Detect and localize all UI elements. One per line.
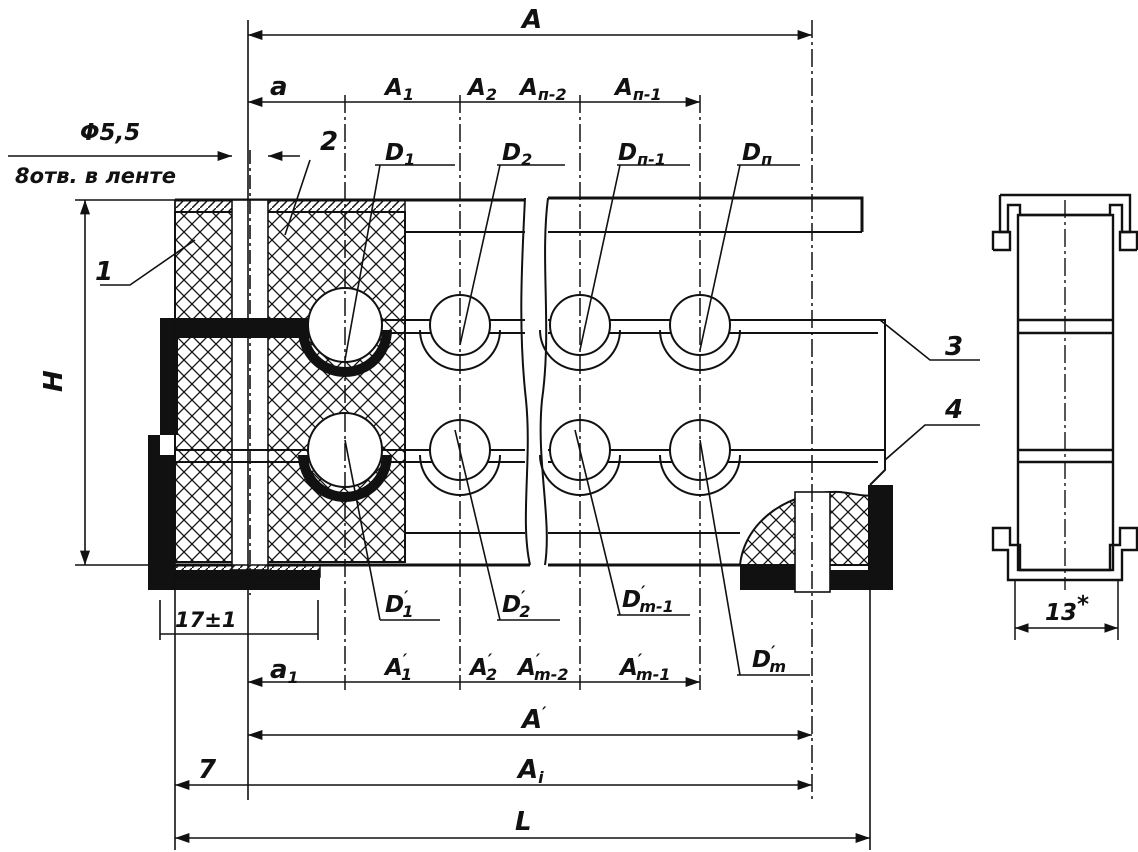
- dim-L: L: [515, 807, 532, 837]
- hole-label-Dn: Dп: [742, 140, 772, 169]
- hole-label-Dn-1: Dп-1: [618, 140, 666, 169]
- dim-Am-1-prime: A′m-1: [618, 650, 670, 684]
- holes-row-bottom: [298, 412, 741, 502]
- callout-1: 1: [95, 257, 113, 287]
- dim-A1: A1: [383, 75, 414, 104]
- black-frame-left: [148, 318, 360, 590]
- dim-An-2: Aп-2: [518, 75, 567, 104]
- hole-diameter-label: Φ5,5: [80, 120, 140, 146]
- main-view: [148, 20, 893, 800]
- dim-A2-prime: A′2: [468, 650, 497, 684]
- dim-A1-prime: A′1: [383, 650, 412, 684]
- dim-Am-2-prime: A′m-2: [516, 650, 568, 684]
- dim-A-top: A: [520, 5, 542, 35]
- dim-a: a: [270, 72, 288, 102]
- side-view: [991, 193, 1138, 640]
- callout-3: 3: [945, 332, 963, 362]
- dim-a1: a1: [270, 655, 299, 687]
- dim-Ai: Ai: [516, 755, 544, 787]
- hole-count-note: 8отв. в ленте: [15, 164, 176, 188]
- dim-An-1: Aп-1: [613, 75, 662, 104]
- dim-17: 17±1: [175, 608, 236, 632]
- dim-7: 7: [198, 755, 217, 785]
- labels: A a A1 A2 Aп-2 Aп-1 Φ5,5 8отв. в ленте 2…: [15, 5, 1089, 837]
- hole-label-Dm-prime: D′m: [752, 642, 786, 676]
- callout-4: 4: [944, 395, 963, 425]
- clamp-block-1: [174, 211, 406, 563]
- dimension-lines: [8, 20, 871, 850]
- dim-A2: A2: [466, 75, 497, 104]
- dim-H: H: [39, 370, 69, 392]
- hole-label-D1-prime: D′1: [385, 587, 413, 621]
- hole-label-Dm-1-prime: D′m-1: [622, 582, 674, 616]
- hole-label-D1: D1: [385, 140, 415, 169]
- hole-label-D2: D2: [502, 140, 532, 169]
- dim-A-prime: A′: [520, 703, 547, 735]
- hole-label-D2-prime: D′2: [502, 587, 530, 621]
- leaders: [100, 159, 980, 676]
- dim-13: 13*: [1045, 592, 1089, 626]
- top-strip: [174, 199, 406, 213]
- callout-2: 2: [320, 127, 338, 157]
